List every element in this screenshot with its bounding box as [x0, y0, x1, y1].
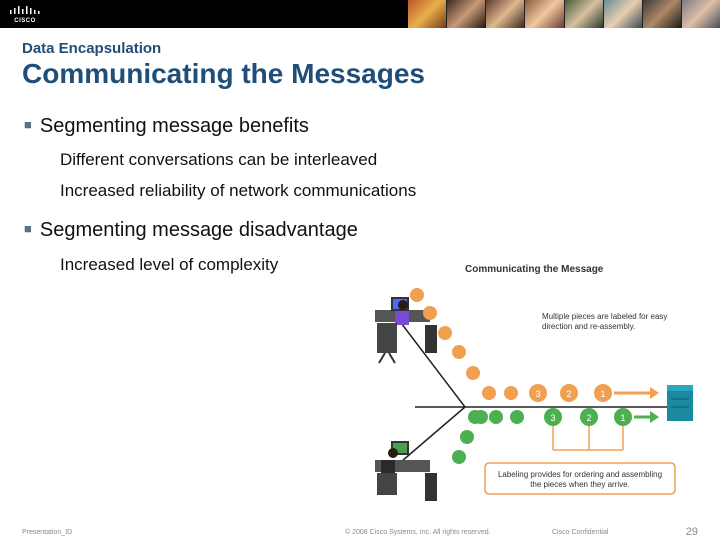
page-number: 29: [685, 526, 698, 538]
footer-presentation-id: Presentation_ID: [22, 529, 73, 536]
callout-bottom-line: the pieces when they arrive.: [530, 480, 630, 489]
segment-label: 3: [535, 389, 540, 399]
server-icon: [667, 385, 693, 421]
green-segments: [452, 410, 524, 464]
header-bar: CISCO: [0, 0, 720, 28]
bullet-text: Segmenting message benefits: [39, 115, 309, 137]
orange-segments: [410, 288, 518, 400]
photo: [603, 0, 643, 28]
photo: [564, 0, 604, 28]
bullet-disadvantage: ■ Segmenting message disadvantage: [24, 219, 358, 242]
orange-dot: [466, 366, 480, 380]
photo-strip: [408, 0, 720, 28]
square-bullet-icon: ■: [24, 117, 32, 132]
photo: [525, 0, 565, 28]
diagram-svg: Communicating the Message Multiple piece…: [375, 264, 693, 501]
square-bullet-icon: ■: [24, 221, 32, 236]
orange-dot: [482, 386, 496, 400]
cisco-logo: CISCO: [8, 4, 42, 24]
sub-item: Increased reliability of network communi…: [60, 181, 417, 200]
green-dot: [489, 410, 503, 424]
workstation-top: [375, 297, 437, 364]
workstation-bottom: [375, 441, 437, 501]
callout-top-line: Multiple pieces are labeled for easy: [542, 312, 667, 321]
network-line: [394, 406, 466, 468]
segment-label: 2: [586, 413, 591, 423]
orange-dot: [452, 345, 466, 359]
arrow-right-icon: [650, 411, 659, 423]
page-title: Communicating the Messages: [22, 58, 425, 89]
cisco-bridge-icon: [10, 6, 40, 14]
segment-label: 2: [566, 389, 571, 399]
green-dot: [510, 410, 524, 424]
network-line: [394, 314, 466, 408]
segment-label: 1: [620, 413, 625, 423]
orange-dot: [504, 386, 518, 400]
sub-item: Different conversations can be interleav…: [60, 150, 378, 169]
section-subtitle: Data Encapsulation: [22, 40, 162, 57]
green-dot: [460, 430, 474, 444]
sub-item: Increased level of complexity: [60, 255, 279, 274]
bullet-text: Segmenting message disadvantage: [39, 219, 358, 241]
orange-dot: [423, 306, 437, 320]
bullet-benefits: ■ Segmenting message benefits: [24, 115, 309, 138]
green-labeled-segments: 3 2 1: [544, 408, 659, 426]
segmentation-diagram: Communicating the Message Multiple piece…: [355, 255, 715, 505]
photo: [642, 0, 682, 28]
callout-bracket: [552, 426, 624, 451]
arrow-right-icon: [650, 387, 659, 399]
callout-top-line: direction and re-assembly.: [542, 322, 635, 331]
logo-text: CISCO: [14, 18, 36, 24]
callout-bottom-line: Labeling provides for ordering and assem…: [498, 470, 662, 479]
photo: [447, 0, 487, 28]
photo: [681, 0, 720, 28]
callout-box: [484, 462, 676, 495]
segment-label: 3: [550, 413, 555, 423]
green-dot: [452, 450, 466, 464]
green-dot: [474, 410, 488, 424]
orange-labeled-segments: 3 2 1: [529, 384, 659, 402]
photo: [408, 0, 448, 28]
orange-dot: [410, 288, 424, 302]
footer-copyright: © 2008 Cisco Systems, Inc. All rights re…: [345, 529, 491, 536]
figure-title: Communicating the Message: [465, 264, 604, 275]
orange-dot: [438, 326, 452, 340]
footer-confidential: Cisco Confidential: [552, 529, 609, 536]
segment-label: 1: [600, 389, 605, 399]
photo: [486, 0, 526, 28]
